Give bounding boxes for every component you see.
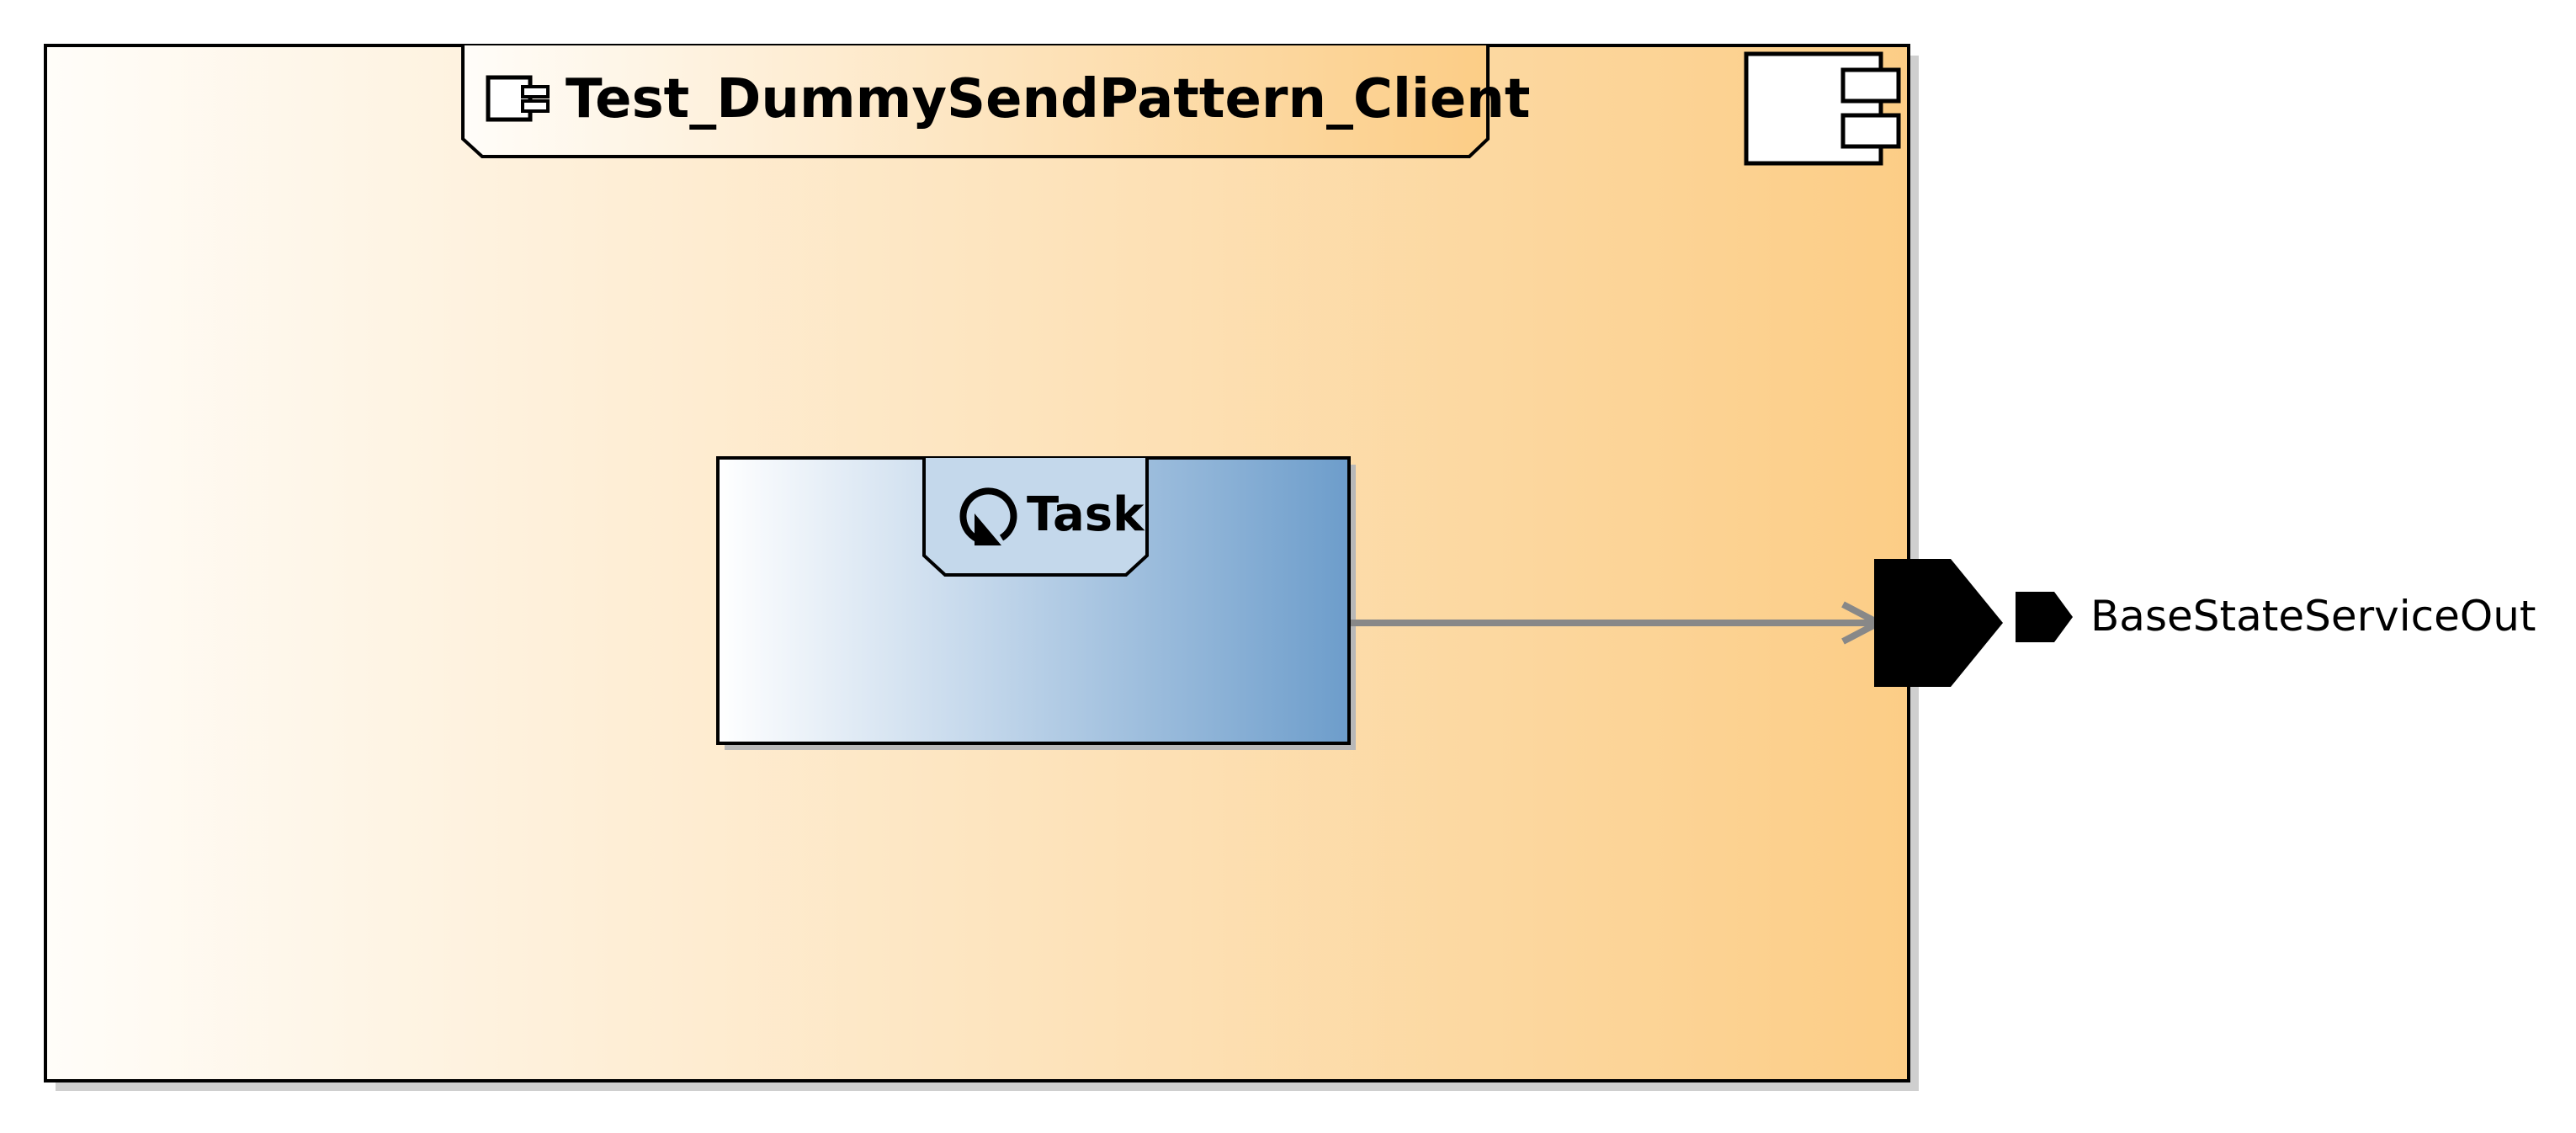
port-out-icon [2016, 592, 2073, 642]
component-corner-icon [1744, 51, 1901, 166]
task-title-tab [922, 458, 1149, 577]
cycle-icon [959, 487, 1017, 545]
component-icon [486, 75, 550, 122]
port-label: BaseStateServiceOut [2090, 592, 2536, 641]
port-shape[interactable] [1874, 559, 2003, 687]
component-title: Test_DummySendPattern_Client [566, 68, 1530, 130]
task-title: Task [1027, 487, 1145, 542]
component-title-tab [461, 45, 1490, 158]
